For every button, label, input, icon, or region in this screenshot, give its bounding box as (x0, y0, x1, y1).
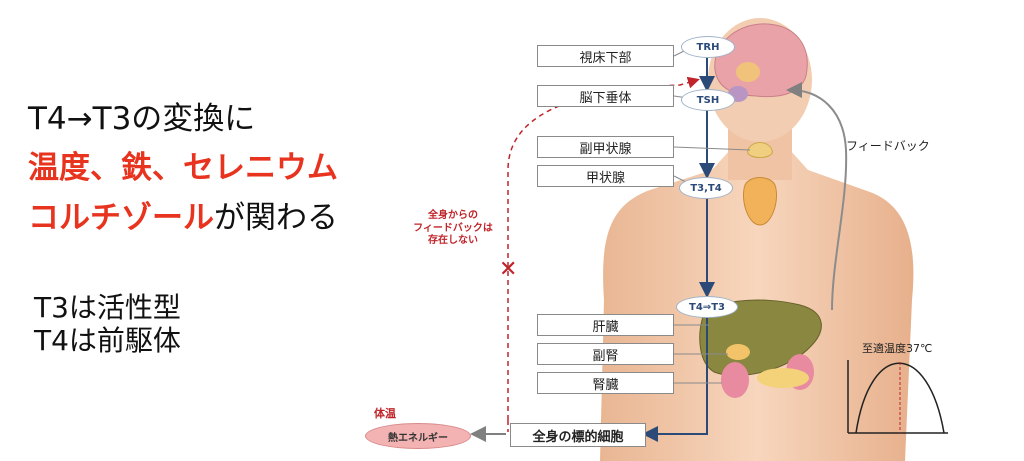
hypothalamus-shape (736, 62, 760, 82)
organ-adrenal: 副腎 (537, 343, 674, 365)
hormone-tsh: TSH (681, 89, 735, 111)
kidney-left-shape (721, 362, 749, 398)
organ-parathyroid: 副甲状腺 (537, 136, 674, 158)
subtext-line2: T4は前駆体 (34, 324, 181, 357)
no-feedback-note: 全身からの フィードバックは 存在しない (398, 210, 508, 248)
headline-line1: T4→T3の変換に (28, 101, 256, 137)
organ-thyroid: 甲状腺 (537, 165, 674, 187)
heat-energy-ellipse: 熱エネルギー (365, 423, 471, 449)
subtext-line1: T3は活性型 (34, 291, 181, 324)
thyroid-shape (743, 177, 777, 226)
no-feedback-note-line3: 存在しない (428, 235, 478, 246)
optimal-temp-label: 至適温度37℃ (862, 342, 933, 355)
headline-line3-black: が関わる (214, 200, 338, 236)
temperature-curve-graph (847, 360, 948, 434)
headline-line3: コルチゾールが関わる (28, 203, 338, 234)
target-cells-box: 全身の標的細胞 (510, 423, 646, 447)
organ-hypothalamus: 視床下部 (537, 45, 674, 67)
no-feedback-note-line2: フィードバックは (413, 222, 493, 234)
no-feedback-note-line1: 全身からの (428, 210, 478, 221)
headline-line3-red: コルチゾール (28, 200, 214, 236)
connector-parathyroid (673, 146, 751, 151)
organ-pituitary: 脳下垂体 (537, 85, 674, 107)
hormone-t4-to-t3: T4⇒T3 (676, 296, 738, 318)
body-temp-label: 体温 (374, 407, 396, 420)
organ-kidney: 腎臓 (537, 372, 674, 394)
parathyroid-shape (747, 142, 773, 158)
adrenal-shape (726, 344, 750, 360)
cross-mark-icon: ✕ (499, 257, 518, 282)
organ-liver: 肝臓 (537, 314, 674, 336)
headline-line2: 温度、鉄、セレニウム (28, 150, 338, 186)
blue-arrow-to-target (642, 316, 708, 442)
feedback-curve (786, 82, 848, 311)
hormone-t3t4: T3,T4 (679, 177, 733, 199)
feedback-label: フィードバック (846, 139, 930, 153)
hormone-trh: TRH (681, 36, 735, 58)
pancreas-shape (757, 368, 809, 388)
